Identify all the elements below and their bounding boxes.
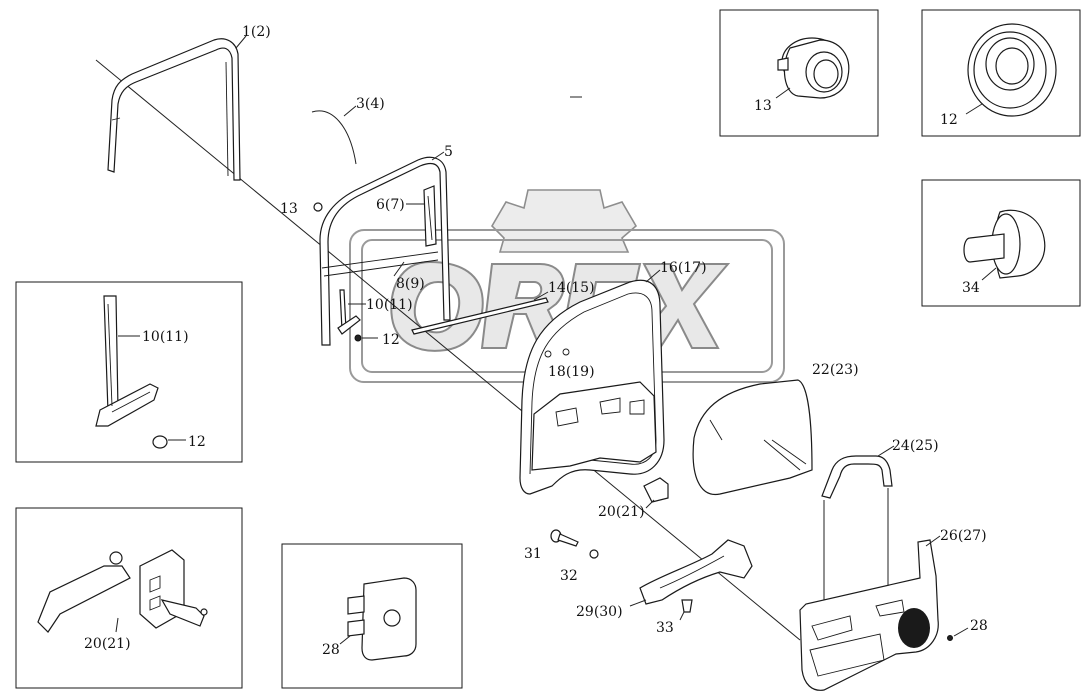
label-20-21: 20(21)	[598, 504, 645, 520]
part-31-screw	[550, 529, 579, 547]
label-29-30: 29(30)	[576, 604, 623, 620]
part-6-bracket	[423, 185, 437, 247]
label-8-9: 8(9)	[396, 276, 425, 292]
label-18-19: 18(19)	[548, 364, 595, 380]
label-16-17: 16(17)	[660, 260, 707, 276]
label-12: 12	[382, 332, 400, 348]
part-3-seal-strip	[311, 110, 357, 165]
part-32-washer	[589, 549, 599, 559]
label-1-2: 1(2)	[242, 24, 271, 40]
inset-box-10-11: 10(11) 12	[15, 281, 243, 463]
inset-box-12: 12	[921, 9, 1081, 137]
part-10-bracket-small	[337, 289, 361, 335]
inset-10-label: 10(11)	[142, 329, 189, 345]
part-33-clip	[681, 599, 693, 613]
label-22-23: 22(23)	[812, 362, 859, 378]
inset-20-label: 20(21)	[84, 636, 131, 652]
label-13: 13	[280, 201, 298, 217]
part-14-seal	[411, 297, 549, 335]
inset-box-20-21: 20(21)	[15, 507, 243, 689]
assembly-leader-line	[95, 59, 801, 641]
part-26-door-trim-panel	[799, 539, 939, 691]
inset-10-grommet	[152, 435, 168, 449]
label-3-4: 3(4)	[356, 96, 385, 112]
inset-28-label: 28	[322, 642, 340, 658]
inset-34-label: 34	[962, 280, 980, 296]
label-32: 32	[560, 568, 578, 584]
label-6-7: 6(7)	[376, 197, 405, 213]
inset-box-13: 13	[719, 9, 879, 137]
part-13-plug	[313, 202, 323, 212]
inset-13-label: 13	[754, 98, 772, 114]
inset-12-label: 12	[940, 112, 958, 128]
part-24-grab-handle	[821, 455, 893, 499]
speaker-grille	[898, 608, 930, 648]
label-33: 33	[656, 620, 674, 636]
label-31: 31	[524, 546, 542, 562]
part-20-hinge-small	[643, 477, 669, 503]
label-14-15: 14(15)	[548, 280, 595, 296]
part-1-window-channel	[107, 38, 241, 181]
part-29-armrest	[639, 539, 753, 605]
label-28: 28	[970, 618, 988, 634]
label-10-11: 10(11)	[366, 297, 413, 313]
label-26-27: 26(27)	[940, 528, 987, 544]
part-18-inner-panel	[531, 348, 657, 471]
inset-box-28: 28	[281, 543, 463, 689]
label-5: 5	[444, 144, 453, 160]
part-22-door-glass	[692, 379, 813, 496]
label-24-25: 24(25)	[892, 438, 939, 454]
watermark-gear-icon	[490, 189, 638, 253]
part-5-window-frame	[319, 156, 451, 346]
inset-10-label-12: 12	[188, 434, 206, 450]
inset-box-34: 34	[921, 179, 1081, 307]
